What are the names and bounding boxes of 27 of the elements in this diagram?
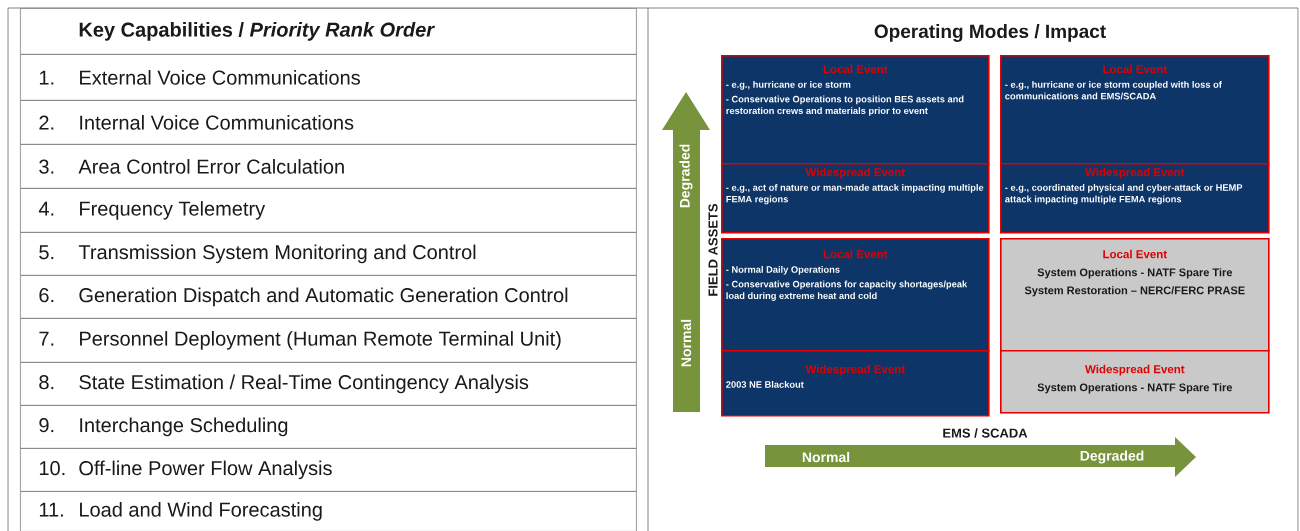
event-cell: Local Event System Operations - NATF Spare Tire System Restoration – NERC/FERC PRASE (1000, 238, 1270, 352)
event-cell: Local Event - Normal Daily Operations - Conservative Operations for capacity shortages/peak load during extreme heat and cold (721, 238, 990, 352)
event-cell: Widespread Event System Operations - NATF Spare Tire (1000, 350, 1270, 414)
table-row: 9. Interchange Scheduling (20, 405, 637, 449)
table-row: 8. State Estimation / Real-Time Contingency Analysis (20, 362, 637, 406)
table-row: 6. Generation Dispatch and Automatic Generation Control (20, 275, 637, 319)
event-cell: Widespread Event 2003 NE Blackout (721, 350, 990, 417)
event-cell: Widespread Event - e.g., coordinated physical and cyber-attack or HEMP attack impacting multiple FEMA regions (1000, 163, 1270, 234)
table-row: 5. Transmission System Monitoring and Control (20, 232, 637, 276)
axis-label: Normal (802, 451, 850, 463)
table-header: Key Capabilities / Priority Rank Order (20, 8, 637, 55)
event-cell: Widespread Event - e.g., act of nature or man-made attack impacting multiple FEMA regions (721, 163, 990, 234)
table-row: 4. Frequency Telemetry (20, 188, 637, 233)
table-row: 2. Internal Voice Communications (20, 100, 637, 145)
panel-title: Operating Modes / Impact (874, 24, 1106, 42)
event-cell: Local Event - e.g., hurricane or ice storm - Conservative Operations to position BES assets and restoration crews and materials prior to event (721, 55, 990, 165)
axis-label: Normal (680, 319, 692, 367)
axis-title: FIELD ASSETS (708, 203, 718, 296)
axis-label: Degraded (679, 144, 693, 208)
table-row: 1. External Voice Communications (20, 54, 637, 101)
table-row: 3. Area Control Error Calculation (20, 144, 637, 189)
axis-title: EMS / SCADA (943, 428, 1028, 438)
table-row: 11. Load and Wind Forecasting (20, 491, 637, 531)
table-row: 7. Personnel Deployment (Human Remote Terminal Unit) (20, 318, 637, 363)
table-row: 10. Off-line Power Flow Analysis (20, 448, 637, 492)
event-cell: Local Event - e.g., hurricane or ice storm coupled with loss of communications and EMS/SCADA (1000, 55, 1270, 165)
axis-label: Degraded (1080, 450, 1144, 464)
